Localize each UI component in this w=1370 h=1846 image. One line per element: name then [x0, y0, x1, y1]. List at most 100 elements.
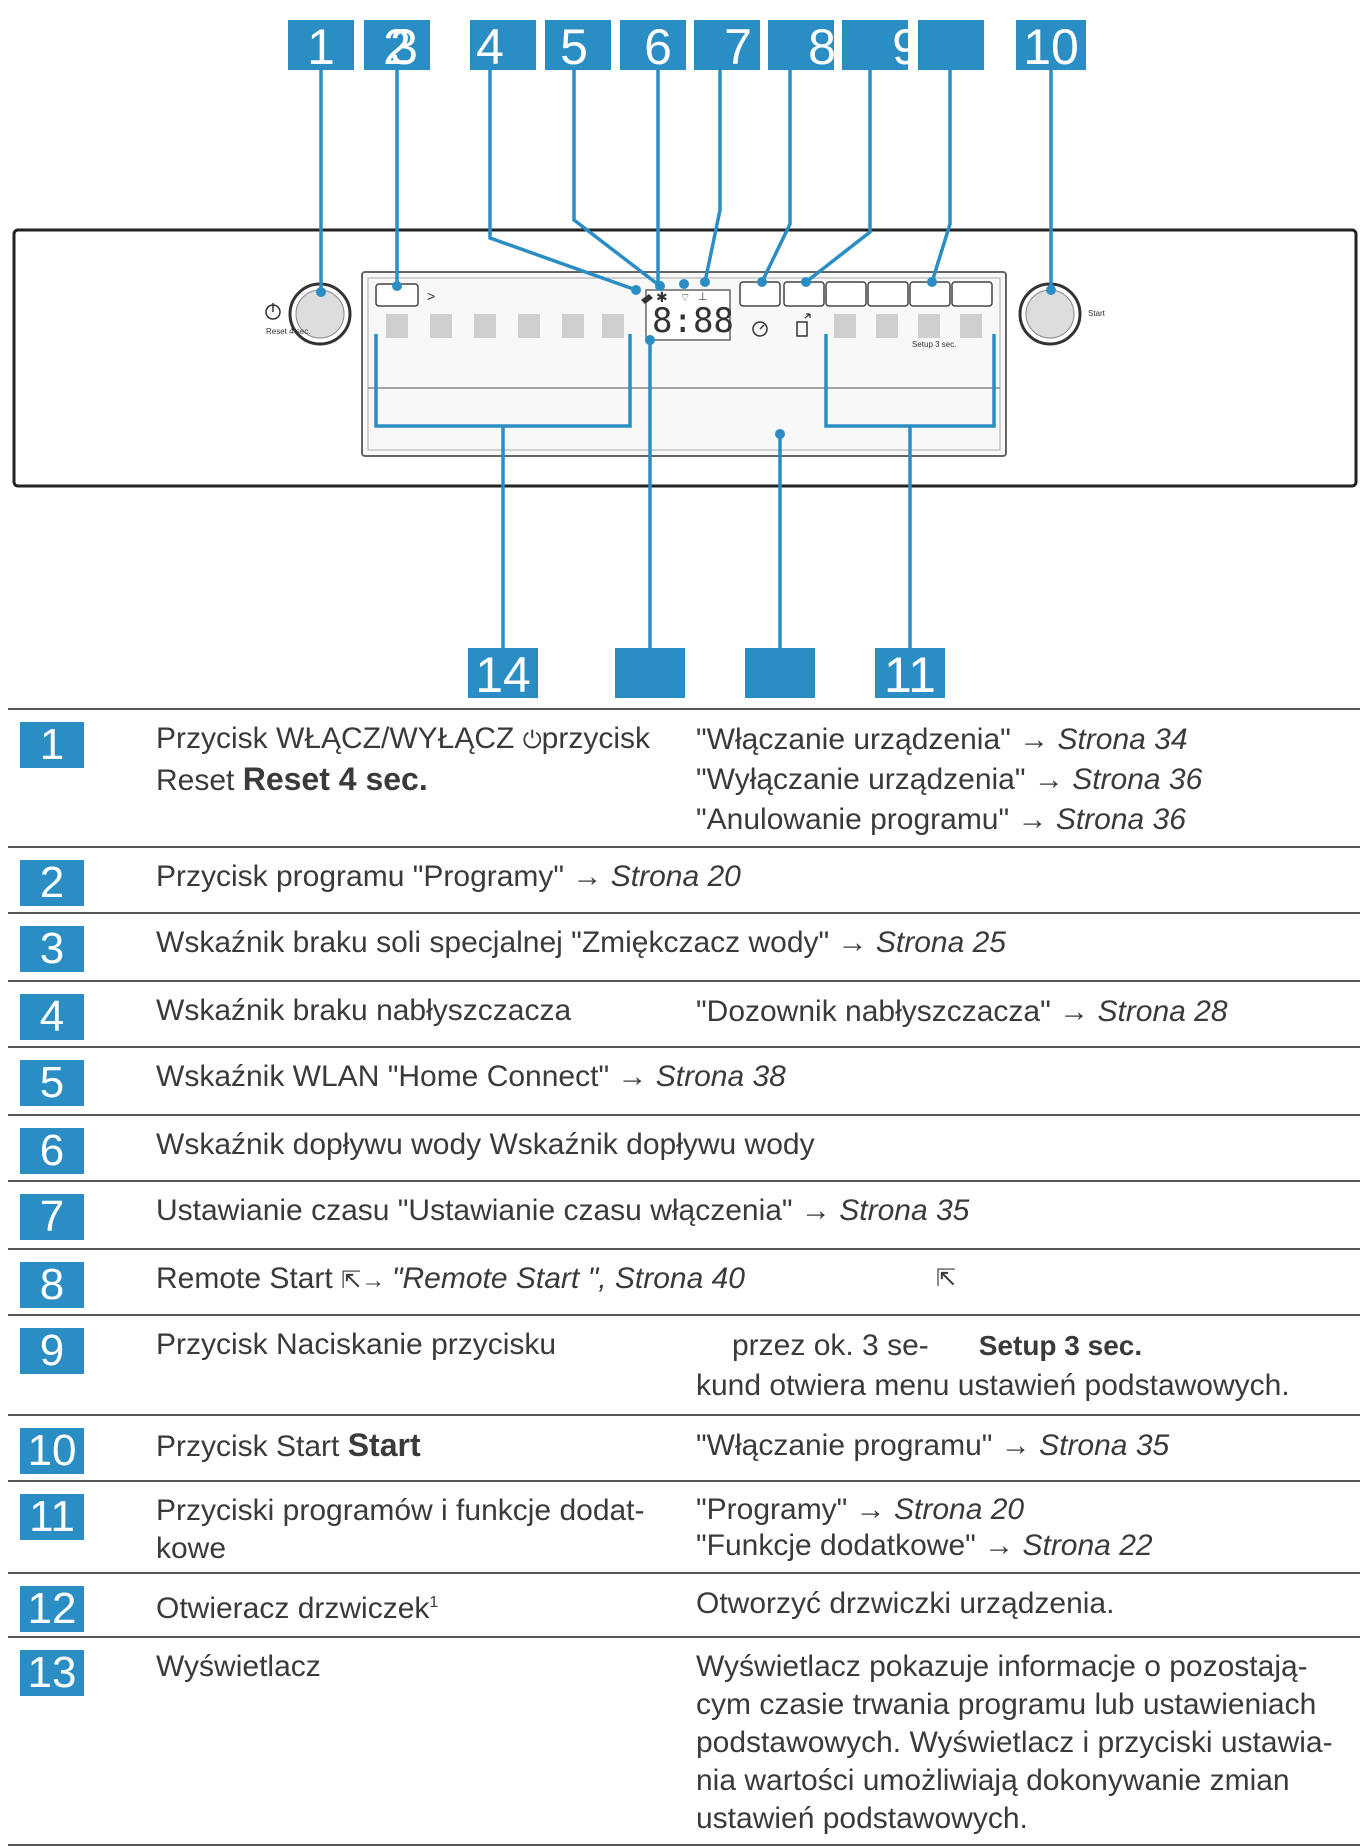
- row-number-badge: 1: [20, 722, 84, 768]
- row-number-badge: 13: [20, 1650, 84, 1696]
- row-reference: Otworzyć drzwiczki urządzenia.: [696, 1587, 1115, 1620]
- table-row: 10 Przycisk Start Start "Włączanie progr…: [8, 1416, 1360, 1482]
- start-caption: Start: [1088, 309, 1106, 318]
- row-reference: "Włączanie programu" → Strona 35: [696, 1429, 1170, 1462]
- callout-6: 6: [620, 19, 686, 75]
- page-link[interactable]: Strona 35: [839, 1194, 970, 1227]
- svg-text:2: 2: [383, 19, 411, 75]
- page-link[interactable]: Strona 25: [875, 926, 1006, 959]
- callout-8: 8: [768, 19, 836, 75]
- row-description: Wyświetlacz: [156, 1650, 321, 1683]
- table-row: 4 Wskaźnik braku nabłyszczacza "Dozownik…: [8, 982, 1360, 1048]
- row-number-badge: 8: [20, 1262, 84, 1308]
- leader-lines-top: [319, 70, 1053, 292]
- row-description: Wskaźnik dopływu wody Wskaźnik dopływu w…: [156, 1128, 815, 1161]
- row-number-badge: 4: [20, 994, 84, 1040]
- svg-text:⌔: ⌔: [680, 292, 690, 304]
- row-number-badge: 5: [20, 1060, 84, 1106]
- row-reference: "Programy" → Strona 20 "Funkcje dodatkow…: [696, 1493, 1153, 1562]
- display-area: [645, 289, 731, 341]
- callout-blank-bottom-2: [745, 648, 815, 698]
- table-row: 2 Przycisk programu "Programy" → Strona …: [8, 848, 1360, 914]
- row-number-badge: 9: [20, 1328, 84, 1374]
- svg-text:10: 10: [1023, 19, 1079, 75]
- row-description: Przyciski programów i funkcje dodat- kow…: [156, 1494, 645, 1565]
- row-description: Wskaźnik braku soli specjalnej "Zmiękcza…: [156, 926, 1006, 959]
- svg-text:3: 3: [390, 19, 418, 75]
- callout-2-3: 23: [364, 19, 430, 75]
- appliance-panel: [12, 228, 1358, 488]
- page-link[interactable]: Strona 20: [894, 1493, 1025, 1526]
- page-link[interactable]: Strona 36: [1055, 803, 1186, 836]
- function-button-6[interactable]: [951, 281, 993, 307]
- salt-icon: [641, 294, 653, 304]
- power-icon: ⏻: [522, 727, 542, 754]
- page-link[interactable]: Strona 35: [1039, 1429, 1170, 1462]
- page-link[interactable]: Strona 38: [655, 1060, 786, 1093]
- row-description: Remote Start ⇱→ "Remote Start ", Strona …: [156, 1262, 745, 1295]
- page-link[interactable]: "Remote Start ", Strona 40: [391, 1262, 745, 1295]
- row-number-badge: 10: [20, 1428, 84, 1474]
- page-link[interactable]: Strona 34: [1057, 723, 1188, 756]
- callout-blank-top: [918, 20, 984, 70]
- page-link[interactable]: Strona 36: [1072, 763, 1203, 796]
- callout-11: 11: [875, 647, 945, 700]
- svg-text:⊥: ⊥: [698, 291, 708, 303]
- row-description: Przycisk WŁĄCZ/WYŁĄCZ ⏻przycisk Reset Re…: [156, 722, 651, 797]
- table-row: 9 Przycisk Naciskanie przycisku przez ok…: [8, 1316, 1360, 1416]
- control-panel-diagram: 1 23 4 5 6 7 8 9 10 Reset 4 sec. > 8:88 …: [12, 19, 1358, 700]
- row-reference: przez ok. 3 se-Setup 3 sec. kund otwiera…: [696, 1329, 1290, 1402]
- svg-text:4: 4: [476, 19, 504, 75]
- start-button[interactable]: [1018, 282, 1082, 346]
- row-number-badge: 7: [20, 1194, 84, 1240]
- remote-start-icon: ⇱: [936, 1265, 957, 1292]
- table-row: 13 Wyświetlacz Wyświetlacz pokazuje info…: [8, 1638, 1360, 1844]
- row-description: Ustawianie czasu "Ustawianie czasu włącz…: [156, 1194, 970, 1227]
- table-row: 6 Wskaźnik dopływu wody Wskaźnik dopływu…: [8, 1116, 1360, 1182]
- row-description: Przycisk Start Start: [156, 1427, 421, 1463]
- row-reference: Wyświetlacz pokazuje informacje o pozost…: [696, 1650, 1333, 1835]
- menu-glyph: >: [427, 288, 435, 304]
- timer-icon: [752, 321, 768, 337]
- function-button-4[interactable]: [867, 281, 909, 307]
- svg-text:5: 5: [560, 19, 588, 75]
- callout-7: 7: [694, 19, 760, 75]
- svg-text:11: 11: [884, 647, 936, 700]
- water-tap-icon: ⊥: [698, 291, 708, 303]
- right-program-squares: [834, 314, 982, 338]
- svg-text:6: 6: [644, 19, 672, 75]
- svg-text:8: 8: [808, 19, 836, 75]
- svg-text:✱: ✱: [656, 289, 668, 305]
- table-row: 1 Przycisk WŁĄCZ/WYŁĄCZ ⏻przycisk Reset …: [8, 710, 1360, 848]
- on-off-button[interactable]: [288, 282, 352, 346]
- remote-start-icon: ⇱→: [341, 1267, 392, 1294]
- row-number-badge: 6: [20, 1128, 84, 1174]
- svg-text:7: 7: [724, 19, 752, 75]
- row-reference: "Dozownik nabłyszczacza" → Strona 28: [696, 995, 1228, 1028]
- row-description: Wskaźnik braku nabłyszczacza: [156, 994, 572, 1027]
- callout-14: 14: [468, 647, 538, 700]
- callout-4: 4: [470, 19, 536, 75]
- callout-10: 10: [1016, 19, 1086, 75]
- display-digits: 8:88: [652, 301, 734, 341]
- svg-text:14: 14: [475, 647, 531, 700]
- legend-table: 1 Przycisk WŁĄCZ/WYŁĄCZ ⏻przycisk Reset …: [8, 708, 1360, 1846]
- reset-caption: Reset 4 sec.: [266, 327, 310, 336]
- table-row: 11 Przyciski programów i funkcje dodat- …: [8, 1482, 1360, 1574]
- row-description: Wskaźnik WLAN "Home Connect" → Strona 38: [156, 1060, 786, 1093]
- callout-9: 9: [842, 19, 920, 75]
- callout-1: 1: [288, 19, 354, 75]
- right-buttons-row: [739, 281, 993, 307]
- rinse-aid-icon: ✱: [656, 289, 668, 305]
- callout-blank-bottom-1: [615, 648, 685, 698]
- function-button-3[interactable]: [825, 281, 867, 307]
- page-link[interactable]: Strona 22: [1022, 1529, 1153, 1562]
- row-number-badge: 12: [20, 1586, 84, 1632]
- row-description: Otwieracz drzwiczek1: [156, 1592, 439, 1625]
- page-link[interactable]: Strona 28: [1097, 995, 1228, 1028]
- remote-start-icon: [796, 313, 811, 337]
- table-row: 8 Remote Start ⇱→ "Remote Start ", Stron…: [8, 1250, 1360, 1316]
- row-description: Przycisk Naciskanie przycisku: [156, 1328, 557, 1361]
- page-link[interactable]: Strona 20: [610, 860, 741, 893]
- leader-dots: [316, 277, 1056, 439]
